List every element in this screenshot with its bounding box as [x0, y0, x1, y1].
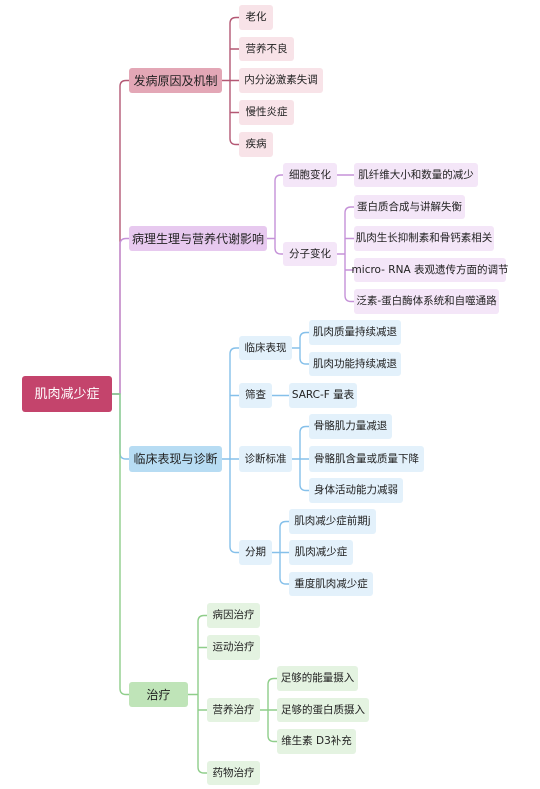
- sub-drug-treatment[interactable]: 药物治疗: [207, 761, 260, 785]
- leaf-muscle-content[interactable]: 骨骼肌含量或质量下降: [309, 446, 424, 472]
- leaf-fiber-reduction[interactable]: 肌纤维大小和数量的减少: [354, 163, 478, 187]
- leaf-aging[interactable]: 老化: [239, 5, 273, 30]
- leaf-protein-imbalance[interactable]: 蛋白质合成与讲解失衡: [354, 195, 465, 219]
- leaf-disease[interactable]: 疾病: [239, 132, 273, 157]
- leaf-myostatin[interactable]: 肌肉生长抑制素和骨钙素相关: [354, 226, 494, 251]
- branch-treatment[interactable]: 治疗: [129, 682, 188, 707]
- sub-screening[interactable]: 筛查: [239, 383, 272, 408]
- criteria-connector: [291, 425, 310, 492]
- pathophysiology-connector: [266, 174, 284, 255]
- root-node[interactable]: 肌肉减少症: [22, 376, 112, 412]
- leaf-protein-intake[interactable]: 足够的蛋白质摄入: [277, 698, 369, 722]
- leaf-physical-activity[interactable]: 身体活动能力减弱: [309, 478, 403, 503]
- leaf-ubiquitin[interactable]: 泛素-蛋白酶体系统和自噬通路: [354, 289, 499, 314]
- manifestation-connector: [291, 331, 310, 365]
- treatment-connector: [187, 614, 208, 774]
- sub-manifestation[interactable]: 临床表现: [239, 336, 292, 360]
- leaf-severe-sarcopenia[interactable]: 重度肌肉减少症: [289, 572, 373, 596]
- sub-criteria[interactable]: 诊断标准: [239, 446, 292, 472]
- sub-cell-change[interactable]: 细胞变化: [283, 163, 337, 187]
- staging-connector: [271, 520, 290, 585]
- sub-nutrition-treatment[interactable]: 营养治疗: [207, 698, 260, 722]
- molecular-change-connector: [336, 206, 355, 303]
- root-connector-3: [111, 393, 130, 696]
- sub-molecular-change[interactable]: 分子变化: [283, 242, 337, 266]
- leaf-malnutrition[interactable]: 营养不良: [239, 37, 294, 61]
- nutrition-connector: [259, 677, 278, 743]
- leaf-sarc-f[interactable]: SARC-F 量表: [289, 383, 357, 408]
- leaf-endocrine-disorder[interactable]: 内分泌激素失调: [239, 68, 323, 93]
- leaf-chronic-inflammation[interactable]: 慢性炎症: [239, 100, 294, 125]
- clinical-connector: [221, 347, 240, 554]
- sub-staging[interactable]: 分期: [239, 540, 272, 565]
- pathogenesis-connector: [221, 16, 240, 146]
- sub-etiology-treatment[interactable]: 病因治疗: [207, 603, 260, 628]
- sub-exercise-treatment[interactable]: 运动治疗: [207, 635, 260, 660]
- leaf-energy-intake[interactable]: 足够的能量摄入: [277, 666, 358, 691]
- branch-clinical[interactable]: 临床表现与诊断: [129, 446, 222, 472]
- root-connector-1: [111, 237, 130, 395]
- branch-pathogenesis[interactable]: 发病原因及机制: [129, 68, 222, 93]
- branch-pathophysiology[interactable]: 病理生理与营养代谢影响: [129, 226, 267, 251]
- leaf-microrna[interactable]: micro- RNA 表观遗传方面的调节: [352, 258, 508, 282]
- leaf-mass-decline[interactable]: 肌肉质量持续减退: [309, 320, 401, 345]
- leaf-vitamin-d3[interactable]: 维生素 D3补充: [277, 729, 356, 754]
- leaf-function-decline[interactable]: 肌肉功能持续减退: [309, 352, 401, 376]
- leaf-strength[interactable]: 骨骼肌力量减退: [309, 414, 392, 439]
- leaf-sarcopenia[interactable]: 肌肉减少症: [289, 540, 353, 565]
- leaf-presarcopenia[interactable]: 肌肉减少症前期j: [289, 509, 376, 534]
